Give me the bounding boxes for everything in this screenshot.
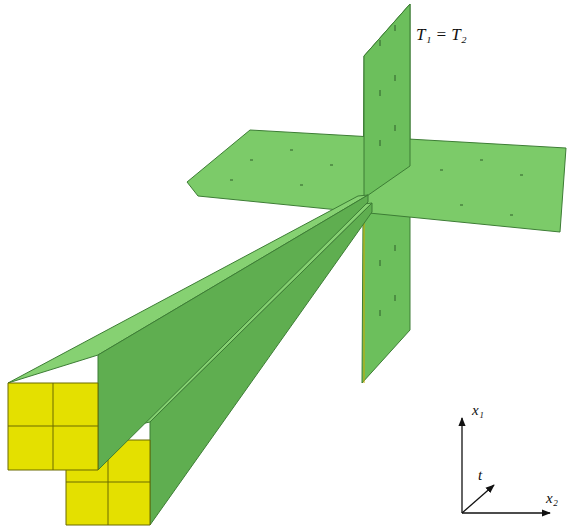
- vertical-sheet-top: [364, 4, 410, 198]
- tube-front: [8, 383, 98, 470]
- surface-label: T₁ = T₂: [416, 26, 467, 45]
- tube-side: [98, 195, 368, 470]
- axis-label: x₂: [546, 490, 558, 507]
- axis-label: x₁: [472, 402, 484, 419]
- axes: [462, 418, 550, 513]
- axis-label: t: [478, 467, 482, 484]
